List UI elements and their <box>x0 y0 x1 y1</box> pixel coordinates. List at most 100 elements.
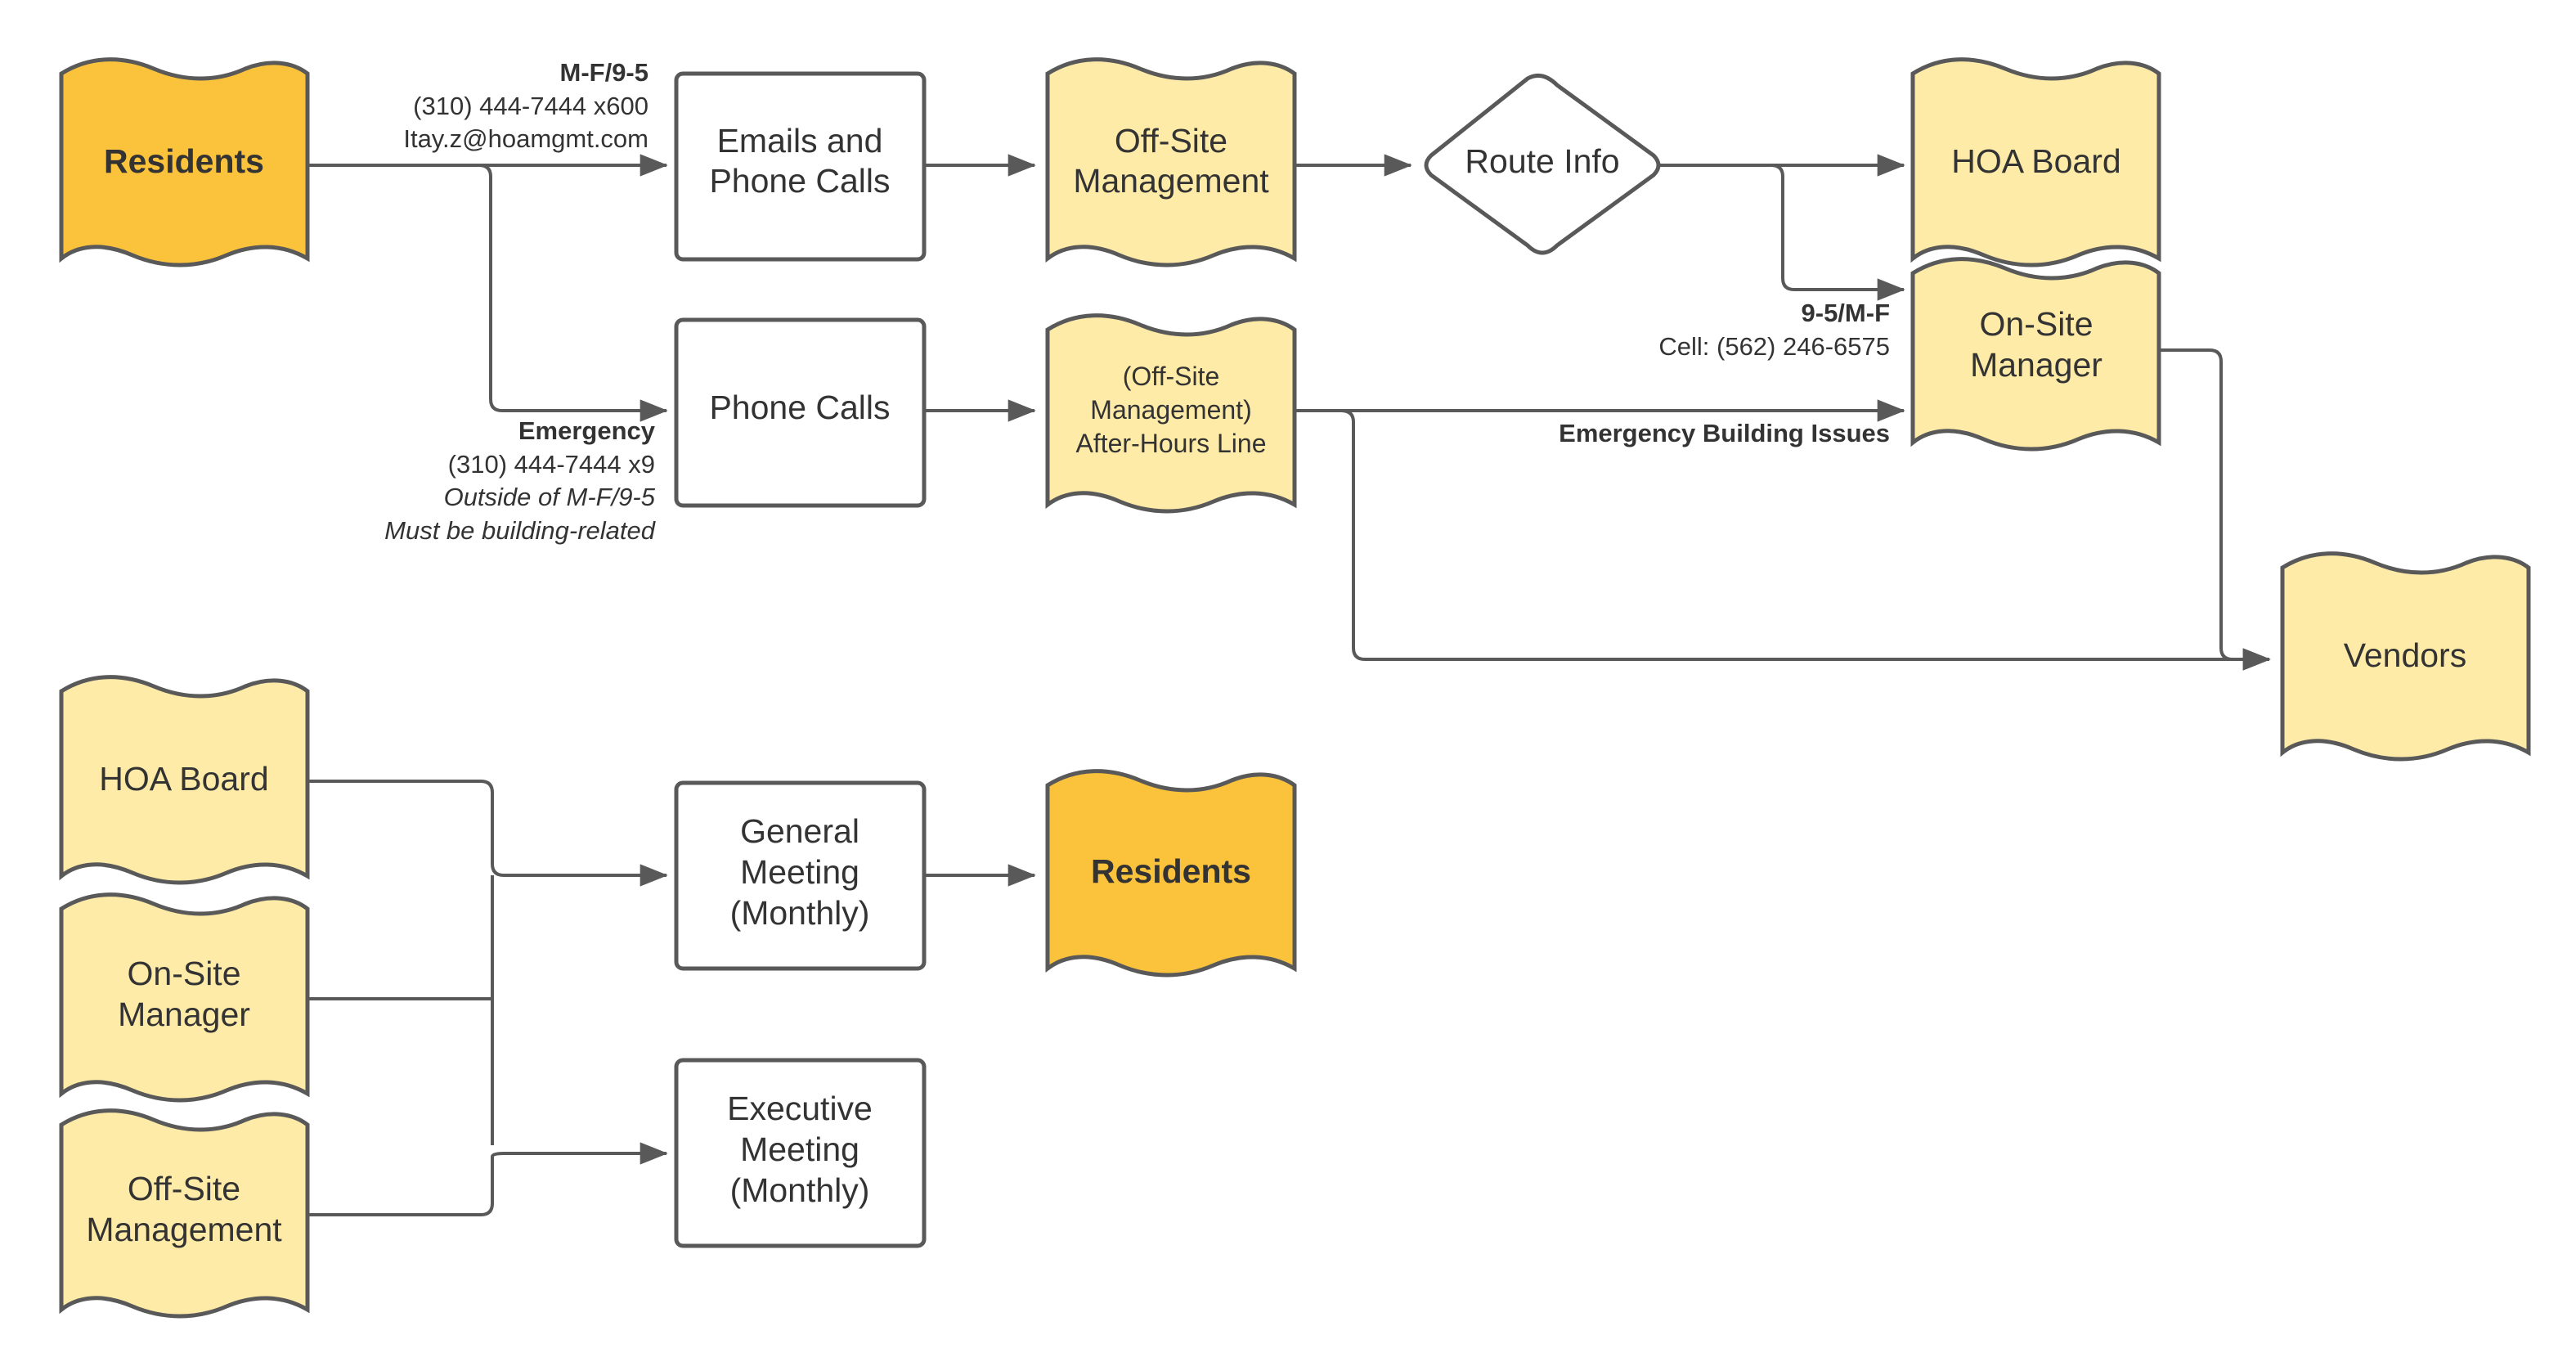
svg-text:Emergency Building Issues: Emergency Building Issues <box>1559 419 1890 447</box>
process-box <box>674 1058 927 1248</box>
node-offsite-management[interactable]: Off-Site Management <box>1045 57 1297 267</box>
label-office-phone: (310) 444-7444 x600 <box>413 92 648 120</box>
svg-text:Management: Management <box>1073 162 1269 200</box>
svg-text:(310) 444-7444 x600: (310) 444-7444 x600 <box>413 92 648 120</box>
svg-text:Outside of M-F/9-5: Outside of M-F/9-5 <box>444 483 656 511</box>
node-label: Route Info <box>1465 142 1619 180</box>
svg-text:(310) 444-7444 x9: (310) 444-7444 x9 <box>448 450 655 479</box>
label-emergency-building-issues: Emergency Building Issues <box>1559 419 1890 447</box>
svg-text:HOA Board: HOA Board <box>1951 142 2120 180</box>
document-shape <box>1910 257 2161 452</box>
edge-onsite-to-vendors <box>2159 348 2271 671</box>
edge-route-to-onsite <box>1770 164 1905 301</box>
svg-text:Meeting: Meeting <box>740 853 859 891</box>
node-hoa-board-top[interactable]: HOA Board <box>1910 57 2161 267</box>
node-label: HOA Board <box>1951 142 2120 180</box>
svg-text:Emails and: Emails and <box>717 122 883 160</box>
edge-labels: M-F/9-5 (310) 444-7444 x600 Itay.z@hoamg… <box>384 58 1890 545</box>
svg-text:After-Hours Line: After-Hours Line <box>1076 429 1267 458</box>
svg-text:HOA Board: HOA Board <box>99 760 268 798</box>
node-label-line2: Management <box>1073 162 1269 200</box>
svg-text:Cell: (562) 246-6575: Cell: (562) 246-6575 <box>1658 332 1890 361</box>
node-label-line1: Off-Site <box>128 1170 240 1207</box>
edge-residents-to-phone-calls <box>478 164 668 422</box>
node-offsite-management-bottom[interactable]: Off-Site Management <box>59 1108 310 1319</box>
node-label-line1: (Off-Site <box>1123 362 1220 391</box>
node-residents-top[interactable]: Residents <box>59 57 310 267</box>
node-label: Vendors <box>2344 636 2466 674</box>
node-onsite-manager-top[interactable]: On-Site Manager <box>1910 257 2161 452</box>
svg-text:M-F/9-5: M-F/9-5 <box>560 58 649 87</box>
node-label: Residents <box>1091 852 1251 890</box>
node-label: Phone Calls <box>709 389 890 426</box>
svg-text:Manager: Manager <box>118 996 250 1033</box>
node-label-line2: Meeting <box>740 853 859 891</box>
label-emergency-note2: Must be building-related <box>384 516 657 545</box>
node-route-info[interactable]: Route Info <box>1424 73 1661 255</box>
process-box <box>674 780 927 971</box>
label-onsite-cell: Cell: (562) 246-6575 <box>1658 332 1890 361</box>
svg-text:Route Info: Route Info <box>1465 142 1619 180</box>
node-executive-meeting[interactable]: Executive Meeting (Monthly) <box>674 1058 927 1248</box>
edges <box>307 154 2271 1216</box>
node-vendors[interactable]: Vendors <box>2280 551 2531 762</box>
svg-text:On-Site: On-Site <box>1980 305 2094 343</box>
node-label-line1: General <box>740 812 859 850</box>
node-general-meeting[interactable]: General Meeting (Monthly) <box>674 780 927 971</box>
node-after-hours-line[interactable]: (Off-Site Management) After-Hours Line <box>1045 313 1297 514</box>
node-label: Residents <box>104 142 264 180</box>
decision-diamond <box>1424 73 1661 255</box>
svg-text:Emergency: Emergency <box>518 416 656 445</box>
document-shape <box>59 57 310 267</box>
label-emergency-note1: Outside of M-F/9-5 <box>444 483 656 511</box>
edge-offsite-to-exec <box>307 1142 668 1216</box>
node-onsite-manager-bottom[interactable]: On-Site Manager <box>59 892 310 1103</box>
edge-afterhours-to-vendors <box>1340 409 2271 671</box>
node-label-line1: Off-Site <box>1115 122 1227 160</box>
label-onsite-hours: 9-5/M-F <box>1802 299 1891 327</box>
label-office-email: Itay.z@hoamgmt.com <box>403 124 648 153</box>
svg-text:(Monthly): (Monthly) <box>730 894 870 932</box>
svg-text:Must be building-related: Must be building-related <box>384 516 657 545</box>
document-shape <box>2280 551 2531 762</box>
document-shape <box>1045 57 1297 267</box>
node-residents-bottom[interactable]: Residents <box>1045 769 1297 978</box>
svg-text:(Off-Site: (Off-Site <box>1123 362 1220 391</box>
node-label-line1: Emails and <box>717 122 883 160</box>
node-label-line1: On-Site <box>128 955 241 992</box>
svg-text:Residents: Residents <box>104 142 264 180</box>
svg-text:Meeting: Meeting <box>740 1131 859 1168</box>
process-box <box>674 317 927 508</box>
svg-text:Management): Management) <box>1090 395 1251 425</box>
document-shape <box>1045 313 1297 514</box>
label-emergency-phone: (310) 444-7444 x9 <box>448 450 655 479</box>
node-label-line2: Manager <box>118 996 250 1033</box>
svg-text:9-5/M-F: 9-5/M-F <box>1802 299 1891 327</box>
node-label-line1: On-Site <box>1980 305 2094 343</box>
node-label-line2: Management) <box>1090 395 1251 425</box>
svg-text:Management: Management <box>86 1211 282 1248</box>
svg-text:Off-Site: Off-Site <box>1115 122 1227 160</box>
node-emails-and-phone-calls[interactable]: Emails and Phone Calls <box>674 71 927 262</box>
node-label-line2: Manager <box>1970 346 2103 384</box>
svg-text:General: General <box>740 812 859 850</box>
node-label-line2: Management <box>86 1211 282 1248</box>
node-label-line3: (Monthly) <box>730 1171 870 1209</box>
node-label-line3: (Monthly) <box>730 894 870 932</box>
label-business-hours: M-F/9-5 <box>560 58 649 87</box>
svg-text:(Monthly): (Monthly) <box>730 1171 870 1209</box>
svg-text:Phone Calls: Phone Calls <box>709 389 890 426</box>
node-label-line2: Meeting <box>740 1131 859 1168</box>
document-shape <box>59 675 310 885</box>
node-phone-calls[interactable]: Phone Calls <box>674 317 927 508</box>
document-shape <box>1910 57 2161 267</box>
node-label-line1: Executive <box>727 1090 873 1127</box>
svg-text:Itay.z@hoamgmt.com: Itay.z@hoamgmt.com <box>403 124 648 153</box>
node-label-line2: Phone Calls <box>709 162 890 200</box>
node-hoa-board-bottom[interactable]: HOA Board <box>59 675 310 885</box>
svg-text:On-Site: On-Site <box>128 955 241 992</box>
svg-text:Residents: Residents <box>1091 852 1251 890</box>
edge-hoa-to-general <box>307 780 668 887</box>
document-shape <box>1045 769 1297 978</box>
